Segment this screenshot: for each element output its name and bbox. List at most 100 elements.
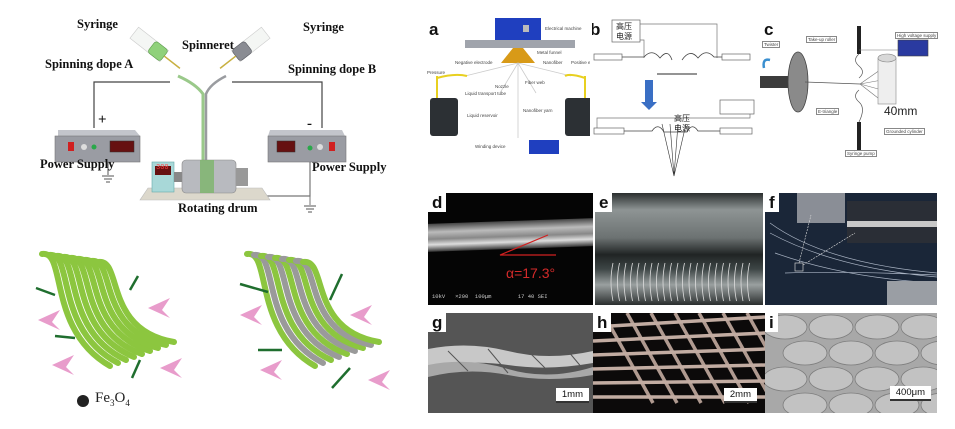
angle-marker — [499, 234, 556, 256]
woven-yarn-bump — [808, 314, 854, 340]
panel-f: f — [765, 193, 937, 305]
winding-turn — [623, 262, 627, 302]
label-power-supply-right: Power Supply — [312, 160, 387, 174]
hv-supply-bottom: 高压 电源 — [674, 114, 690, 133]
winding-turn — [630, 262, 633, 302]
mesh-fiber — [625, 313, 679, 404]
winding-turn — [682, 262, 685, 302]
pink-arrow — [52, 355, 74, 375]
panel-h-label: h — [593, 313, 612, 332]
liquid-reservoir-right — [565, 98, 590, 136]
winding-turn — [649, 262, 653, 302]
high-voltage-supply — [897, 39, 929, 57]
dimension-40mm: 40mm — [884, 104, 918, 118]
panel-i: i 400μm — [765, 313, 937, 413]
jet-b — [204, 74, 227, 166]
drum-display: 300 — [156, 164, 169, 172]
green-arrow — [54, 334, 76, 340]
label-rotating-drum: Rotating drum — [178, 201, 258, 215]
woven-yarn-bump — [808, 366, 854, 392]
annotation: Syringe pump — [845, 150, 877, 157]
winding-turn — [662, 262, 666, 302]
panel-a-label: a — [425, 20, 443, 39]
green-arrow — [328, 273, 344, 301]
power-supply-left — [54, 130, 141, 163]
annotation: Nozzle — [495, 84, 509, 89]
liquid-reservoir-left — [430, 98, 458, 136]
woven-yarn-bump — [765, 366, 808, 392]
annotation: Liquid transport tube — [465, 91, 507, 96]
twist-angle: α=17.3° — [506, 265, 556, 281]
legend-sub-3: 3 — [110, 398, 115, 408]
woven-yarn-bump — [782, 392, 828, 413]
woven-yarn-bump — [854, 366, 900, 392]
wound-yarn — [200, 160, 214, 193]
mesh-fiber — [673, 313, 727, 404]
pink-arrow — [240, 305, 262, 325]
annotation: Twister — [762, 41, 781, 48]
green-arrow — [331, 367, 351, 389]
winding-turn — [721, 262, 724, 302]
annotation: Metal funnel — [537, 50, 562, 55]
mesh-fiber — [593, 331, 765, 343]
syringe-left — [129, 26, 181, 69]
green-arrow — [130, 359, 142, 379]
fiber-illustration: Fe3O4 — [0, 220, 400, 424]
panel-h: h 2mm — [593, 313, 765, 413]
annotation: Nanofiber — [543, 60, 563, 65]
woven-yarn-bump — [782, 340, 828, 366]
schematic-drawing — [54, 26, 347, 213]
panel-b-label: b — [592, 20, 601, 39]
winding-turn — [643, 262, 646, 302]
pink-arrow — [350, 305, 372, 325]
woven-yarn-bump — [828, 340, 874, 366]
annotation: Negative electrode — [455, 60, 493, 65]
woven-yarn-bump — [874, 340, 920, 366]
annotation: Grounded cylinder — [884, 128, 925, 135]
winding-turn — [669, 262, 672, 302]
legend-o: O — [114, 390, 126, 406]
winding-turn — [656, 262, 659, 302]
woven-yarn-bump — [854, 314, 900, 340]
panel-f-label: f — [765, 193, 779, 212]
label-power-supply-left: Power Supply — [40, 157, 115, 171]
fe3o4-particle-icon — [77, 395, 89, 407]
metal-funnel — [501, 48, 535, 63]
label-plus: + — [98, 112, 107, 128]
panel-c: c Twister Take-up roller High voltage su… — [760, 18, 940, 180]
pink-arrow — [148, 298, 170, 318]
winding-turn — [727, 262, 731, 302]
panel-e-label: e — [595, 193, 613, 212]
fiber-strand — [300, 258, 382, 345]
mesh-fiber — [649, 313, 703, 404]
woven-yarn-bump — [828, 392, 874, 413]
winding-turn — [714, 262, 718, 302]
panel-d-label: d — [428, 193, 447, 212]
pink-arrow — [260, 360, 282, 380]
panel-f-image — [769, 193, 937, 305]
annotation: Winding device — [475, 144, 506, 149]
annotation: Pressure — [427, 70, 446, 75]
wire-left — [93, 81, 170, 128]
wire-right — [232, 81, 323, 128]
annotation: Take-up roller — [806, 36, 838, 43]
power-supply-right — [267, 130, 347, 163]
annotation: E-triangle — [816, 108, 840, 115]
panel-a-diagram — [430, 18, 590, 154]
winding-turn — [695, 262, 698, 302]
annotation: Positive electrode — [571, 60, 590, 65]
panel-a: a Electrical machine Metal funnel Nanofi… — [425, 18, 590, 178]
sem-info-bar: 10kV ×200 100μm 17 40 SEI — [432, 293, 548, 300]
winding-helix — [610, 262, 750, 302]
panel-g-label: g — [428, 313, 447, 332]
winding-turn — [688, 262, 692, 302]
winding-turn — [701, 262, 705, 302]
legend-fe: Fe — [95, 390, 110, 406]
panel-b: b 高压 电源 高压 电源 — [592, 18, 757, 180]
jet-a — [177, 74, 205, 166]
pink-arrow — [160, 358, 182, 378]
pink-arrow — [38, 310, 60, 330]
winding-device — [529, 140, 559, 154]
label-minus: - — [307, 116, 312, 132]
green-arrow — [128, 275, 140, 291]
